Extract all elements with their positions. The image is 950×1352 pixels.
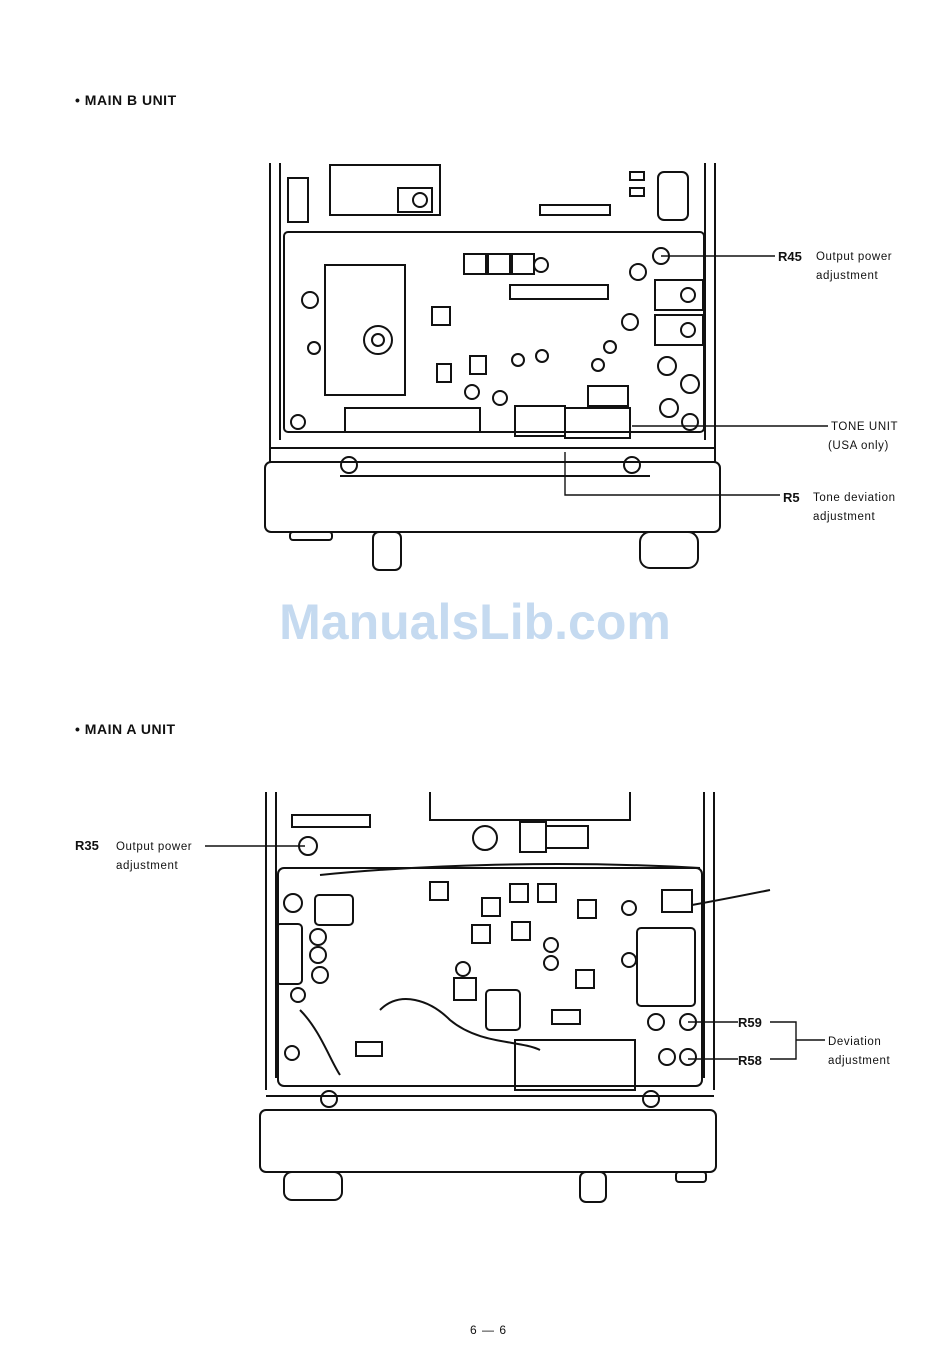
- deviation-description-line2: adjustment: [828, 1051, 890, 1071]
- r5-label: R5: [783, 490, 800, 505]
- deviation-description-line1: Deviation: [828, 1032, 881, 1052]
- r35-label: R35: [75, 838, 99, 853]
- r45-description-line2: adjustment: [816, 266, 878, 286]
- main-b-leaders: [565, 256, 828, 495]
- main-a-leaders: [205, 846, 825, 1059]
- r45-label: R45: [778, 249, 802, 264]
- main-b-unit-drawing: [265, 163, 720, 570]
- r58-label: R58: [738, 1053, 762, 1068]
- r35-description-line2: adjustment: [116, 856, 178, 876]
- r59-label: R59: [738, 1015, 762, 1030]
- r5-description-line1: Tone deviation: [813, 488, 896, 508]
- tone-unit-label: TONE UNIT: [831, 417, 898, 437]
- main-a-unit-heading: • MAIN A UNIT: [75, 721, 176, 737]
- r45-description-line1: Output power: [816, 247, 892, 267]
- watermark: ManualsLib.com: [0, 593, 950, 651]
- main-b-unit-heading: • MAIN B UNIT: [75, 92, 177, 108]
- main-a-unit-drawing: [260, 792, 770, 1202]
- page-number: 6 — 6: [470, 1323, 507, 1337]
- r35-description-line1: Output power: [116, 837, 192, 857]
- r5-description-line2: adjustment: [813, 507, 875, 527]
- tone-unit-note: (USA only): [828, 436, 889, 456]
